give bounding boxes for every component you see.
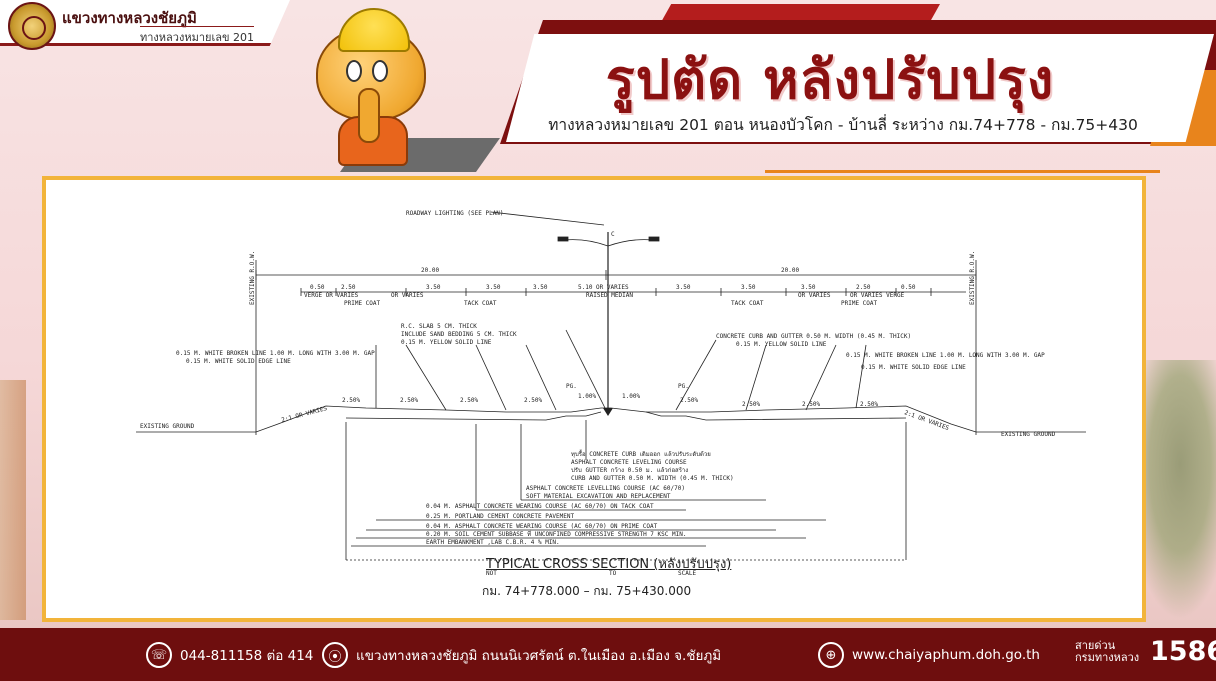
footer-phone: ☏ 044-811158 ต่อ 414: [146, 642, 313, 668]
label-ground-right: EXISTING GROUND: [1001, 431, 1056, 438]
cross-section-drawing: ROADWAY LIGHTING (SEE PLAN) C 20.00 20.0…: [136, 210, 1086, 561]
globe-icon: ⊕: [818, 642, 844, 668]
label-prime-coat-left: PRIME COAT: [344, 300, 381, 307]
note-2: ปรับ GUTTER กว้าง 0.50 ม. แล้วก่อสร้าง: [571, 467, 688, 474]
footer-address: ⦿ แขวงทางหลวงชัยภูมิ ถนนนิเวศรัตน์ ต.ในเ…: [322, 642, 721, 668]
agency-name: แขวงทางหลวงชัยภูมิ: [62, 9, 197, 27]
dim-right-1: 3.50: [741, 284, 756, 291]
caption-not: NOT: [486, 570, 497, 577]
mascot-elephant-image: [298, 8, 448, 168]
background-pole: [0, 380, 26, 620]
location-pin-icon: ⦿: [322, 642, 348, 668]
banner-stripe: [660, 4, 940, 24]
label-broken-right: 0.15 M. WHITE BROKEN LINE 1.00 M. LONG W…: [846, 352, 1045, 359]
note-3: CURB AND GUTTER 0.50 M. WIDTH (0.45 M. T…: [571, 475, 734, 482]
label-raised-median: RAISED MEDIAN: [586, 292, 633, 299]
label-ground-left: EXISTING GROUND: [140, 423, 195, 430]
dim-left-2: 3.50: [426, 284, 441, 291]
label-curb-right: CONCRETE CURB AND GUTTER 0.50 M. WIDTH (…: [716, 333, 911, 340]
label-edge-right: 0.15 M. WHITE SOLID EDGE LINE: [861, 364, 966, 371]
label-prime-coat-right: PRIME COAT: [841, 300, 878, 307]
dim-right-total: 20.00: [781, 267, 799, 274]
label-tack-coat-right: TACK COAT: [731, 300, 764, 307]
label-pg-left: PG.: [566, 383, 577, 390]
phone-icon: ☏: [146, 642, 172, 668]
mascot-trunk: [358, 88, 380, 143]
label-slope-left: 2:1 OR VARIES: [281, 405, 329, 424]
label-yellow-right: 0.15 M. YELLOW SOLID LINE: [736, 341, 827, 348]
mascot-eye: [372, 60, 388, 82]
title-banner: [506, 34, 1214, 142]
note-5: SOFT MATERIAL EXCAVATION AND REPLACEMENT: [526, 493, 671, 500]
label-or-varies-right: OR VARIES: [798, 292, 831, 299]
note-10: EARTH EMBANKMENT ,LAB C.B.R. 4 % MIN.: [426, 539, 560, 546]
note-7: 0.25 M. PORTLAND CEMENT CONCRETE PAVEMEN…: [426, 513, 574, 520]
caption-km-range: กม. 74+778.000 – กม. 75+430.000: [482, 584, 692, 598]
dim-right-0: 3.50: [676, 284, 691, 291]
note-1: ASPHALT CONCRETE LEVELING COURSE: [571, 459, 687, 466]
note-6: 0.04 M. ASPHALT CONCRETE WEARING COURSE …: [426, 503, 654, 510]
cross-section-diagram: ROADWAY LIGHTING (SEE PLAN) C 20.00 20.0…: [42, 176, 1146, 622]
page-subtitle: ทางหลวงหมายเลข 201 ตอน หนองบัวโคก - บ้าน…: [548, 116, 1138, 134]
website-text: www.chaiyaphum.doh.go.th: [852, 647, 1040, 663]
dim-right-2: 3.50: [801, 284, 816, 291]
note-4: ASPHALT CONCRETE LEVELLING COURSE (AC 60…: [526, 485, 685, 492]
hotline-label-line2: กรมทางหลวง: [1075, 651, 1140, 664]
label-pg-right: PG.: [678, 383, 689, 390]
address-text: แขวงทางหลวงชัยภูมิ ถนนนิเวศรัตน์ ต.ในเมื…: [356, 648, 722, 664]
label-or-varies-left: OR VARIES: [391, 292, 424, 299]
pct-right-1: 2.50%: [742, 401, 760, 408]
note-0: ทุบรื้อ CONCRETE CURB เดิมออก แล้วปรับระ…: [571, 448, 711, 458]
dim-right-4: 0.50: [901, 284, 916, 291]
hotline-label: สายด่วน กรมทางหลวง: [1075, 640, 1139, 664]
label-row-right: EXISTING R.O.W.: [969, 251, 976, 305]
label-verge-left: VERGE OR VARIES: [304, 292, 359, 299]
label-sand: INCLUDE SAND BEDDING 5 CM. THICK: [401, 331, 517, 338]
hotline-label-line1: สายด่วน: [1075, 639, 1116, 652]
pct-mid-right: 1.00%: [622, 393, 640, 400]
diagram-caption: TYPICAL CROSS SECTION (หลังปรับปรุง): [486, 557, 732, 572]
pct-left-0: 2.50%: [342, 397, 360, 404]
dim-left-total: 20.00: [421, 267, 439, 274]
dim-right-3: 2.50: [856, 284, 871, 291]
dim-left-4: 3.50: [533, 284, 548, 291]
label-broken-left: 0.15 M. WHITE BROKEN LINE 1.00 M. LONG W…: [176, 350, 375, 357]
pct-right-3: 2.50%: [860, 401, 878, 408]
dim-left-3: 3.50: [486, 284, 501, 291]
footer-bar: ☏ 044-811158 ต่อ 414 ⦿ แขวงทางหลวงชัยภูม…: [0, 628, 1216, 681]
label-slab: R.C. SLAB 5 CM. THICK: [401, 323, 477, 330]
caption-scale: SCALE: [678, 570, 697, 577]
label-centerline: C: [611, 231, 615, 238]
dim-median: 5.10 OR VARIES: [578, 284, 629, 291]
hotline-number: 1586: [1150, 636, 1216, 667]
page-title: รูปตัด หลังปรับปรุง: [605, 48, 1055, 111]
caption-to: TO: [609, 570, 617, 577]
pct-left-3: 2.50%: [524, 397, 542, 404]
pct-left-2: 2.50%: [460, 397, 478, 404]
note-8: 0.04 M. ASPHALT CONCRETE WEARING COURSE …: [426, 523, 658, 530]
label-tack-coat-left: TACK COAT: [464, 300, 497, 307]
pct-right-0: 2.50%: [680, 397, 698, 404]
agency-emblem-icon: [8, 2, 56, 50]
dim-left-1: 2.50: [341, 284, 356, 291]
phone-number: 044-811158 ต่อ 414: [180, 648, 314, 664]
note-9: 0.20 M. SOIL CEMENT SUBBASE ที่ UNCONFIN…: [426, 530, 686, 538]
dim-left-0: 0.50: [310, 284, 325, 291]
pct-right-2: 2.50%: [802, 401, 820, 408]
footer-website: ⊕ www.chaiyaphum.doh.go.th: [818, 642, 1040, 668]
highway-number: ทางหลวงหมายเลข 201: [140, 26, 254, 46]
pct-mid-left: 1.00%: [578, 393, 596, 400]
accent-line: [765, 170, 1160, 173]
mascot-eye: [346, 60, 362, 82]
label-edge-left: 0.15 M. WHITE SOLID EDGE LINE: [186, 358, 291, 365]
label-row-left: EXISTING R.O.W.: [249, 251, 256, 305]
mascot-helmet: [338, 8, 410, 52]
label-lighting: ROADWAY LIGHTING (SEE PLAN): [406, 210, 504, 217]
label-verge-right: OR VARIES VERGE: [850, 292, 905, 299]
pct-left-1: 2.50%: [400, 397, 418, 404]
label-yellow-left: 0.15 M. YELLOW SOLID LINE: [401, 339, 492, 346]
